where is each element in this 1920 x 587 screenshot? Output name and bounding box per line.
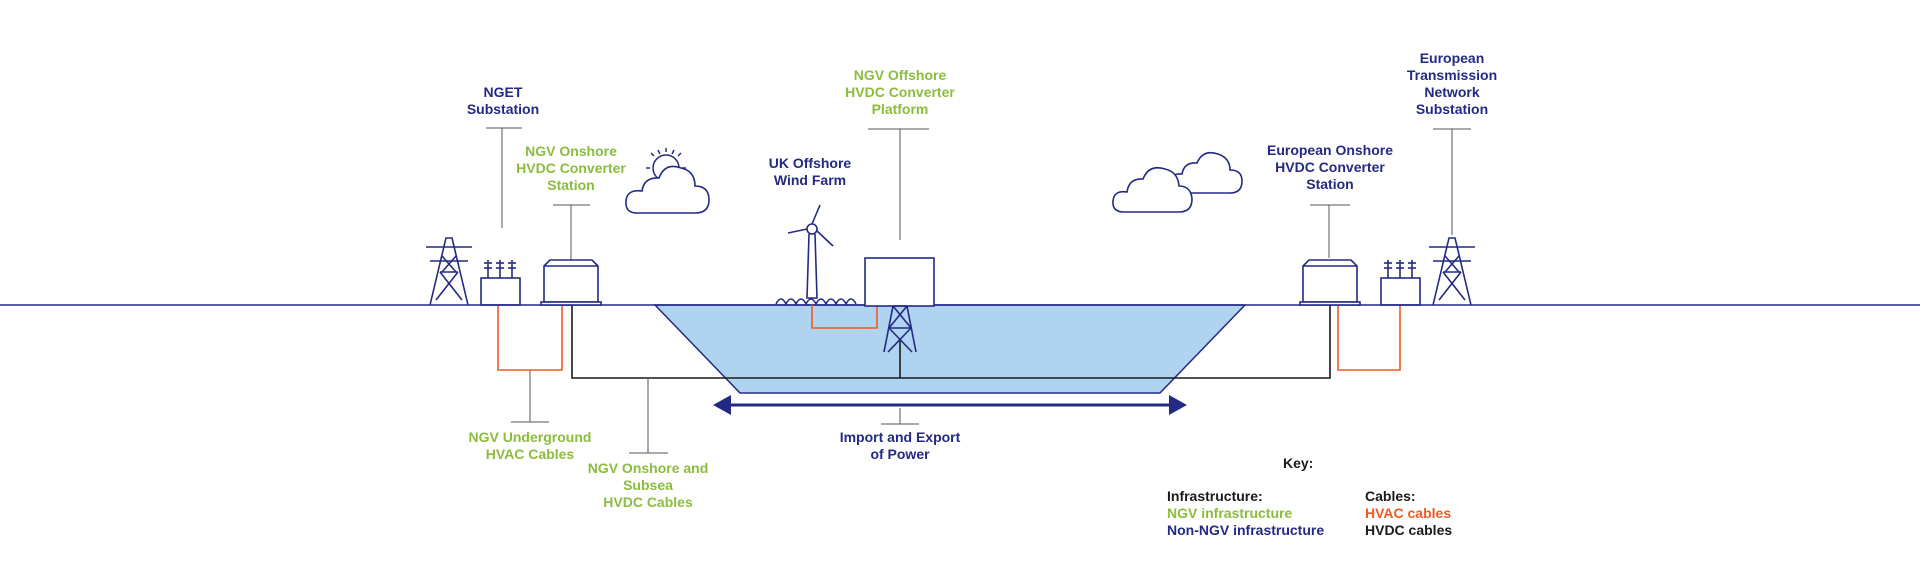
leader-lines bbox=[486, 127, 1471, 454]
pylon-icon bbox=[1429, 237, 1475, 306]
key-cables: Cables: HVAC cables HVDC cables bbox=[1365, 488, 1452, 539]
label-european-onshore-converter: European Onshore HVDC Converter Station bbox=[1266, 142, 1394, 192]
offshore-platform-icon bbox=[864, 257, 935, 353]
key-non-ngv-infrastructure: Non-NGV infrastructure bbox=[1167, 522, 1325, 538]
label-nget-substation: NGET Substation bbox=[466, 84, 540, 117]
key-cables-heading: Cables: bbox=[1365, 488, 1416, 504]
double-arrow-icon bbox=[713, 395, 1187, 415]
hvac-cable-europe bbox=[1337, 305, 1401, 371]
wind-turbine-icon bbox=[775, 204, 857, 306]
converter-station-icon bbox=[540, 259, 602, 306]
key-title: Key: bbox=[1283, 455, 1314, 471]
key-infrastructure-heading: Infrastructure: bbox=[1167, 488, 1263, 504]
label-ngv-onshore-converter: NGV Onshore HVDC Converter Station bbox=[516, 143, 626, 193]
pylon-icon bbox=[426, 237, 472, 306]
label-ngv-onshore-subsea: NGV Onshore and Subsea HVDC Cables bbox=[587, 460, 709, 510]
label-import-export: Import and Export of Power bbox=[839, 429, 961, 462]
key-ngv-infrastructure: NGV infrastructure bbox=[1167, 505, 1293, 521]
label-uk-wind-farm: UK Offshore Wind Farm bbox=[768, 155, 852, 188]
label-european-transmission: European Transmission Network Substation bbox=[1406, 50, 1498, 117]
sea-area bbox=[653, 304, 1247, 394]
label-ngv-offshore-platform: NGV Offshore HVDC Converter Platform bbox=[845, 67, 955, 117]
key-hvac-cables: HVAC cables bbox=[1365, 505, 1452, 521]
hvac-cable-offshore bbox=[811, 305, 878, 329]
converter-station-icon bbox=[1299, 259, 1361, 306]
label-ngv-underground-hvac: NGV Underground HVAC Cables bbox=[468, 429, 592, 462]
cloud-icon bbox=[1112, 166, 1193, 213]
transformer-icon bbox=[1380, 260, 1421, 306]
transformer-icon bbox=[480, 260, 521, 306]
key-hvdc-cables: HVDC cables bbox=[1365, 522, 1453, 538]
cloud-icon bbox=[625, 165, 710, 214]
key-infrastructure: Infrastructure: NGV infrastructure Non-N… bbox=[1167, 488, 1324, 539]
hvac-cable-uk bbox=[497, 305, 563, 371]
